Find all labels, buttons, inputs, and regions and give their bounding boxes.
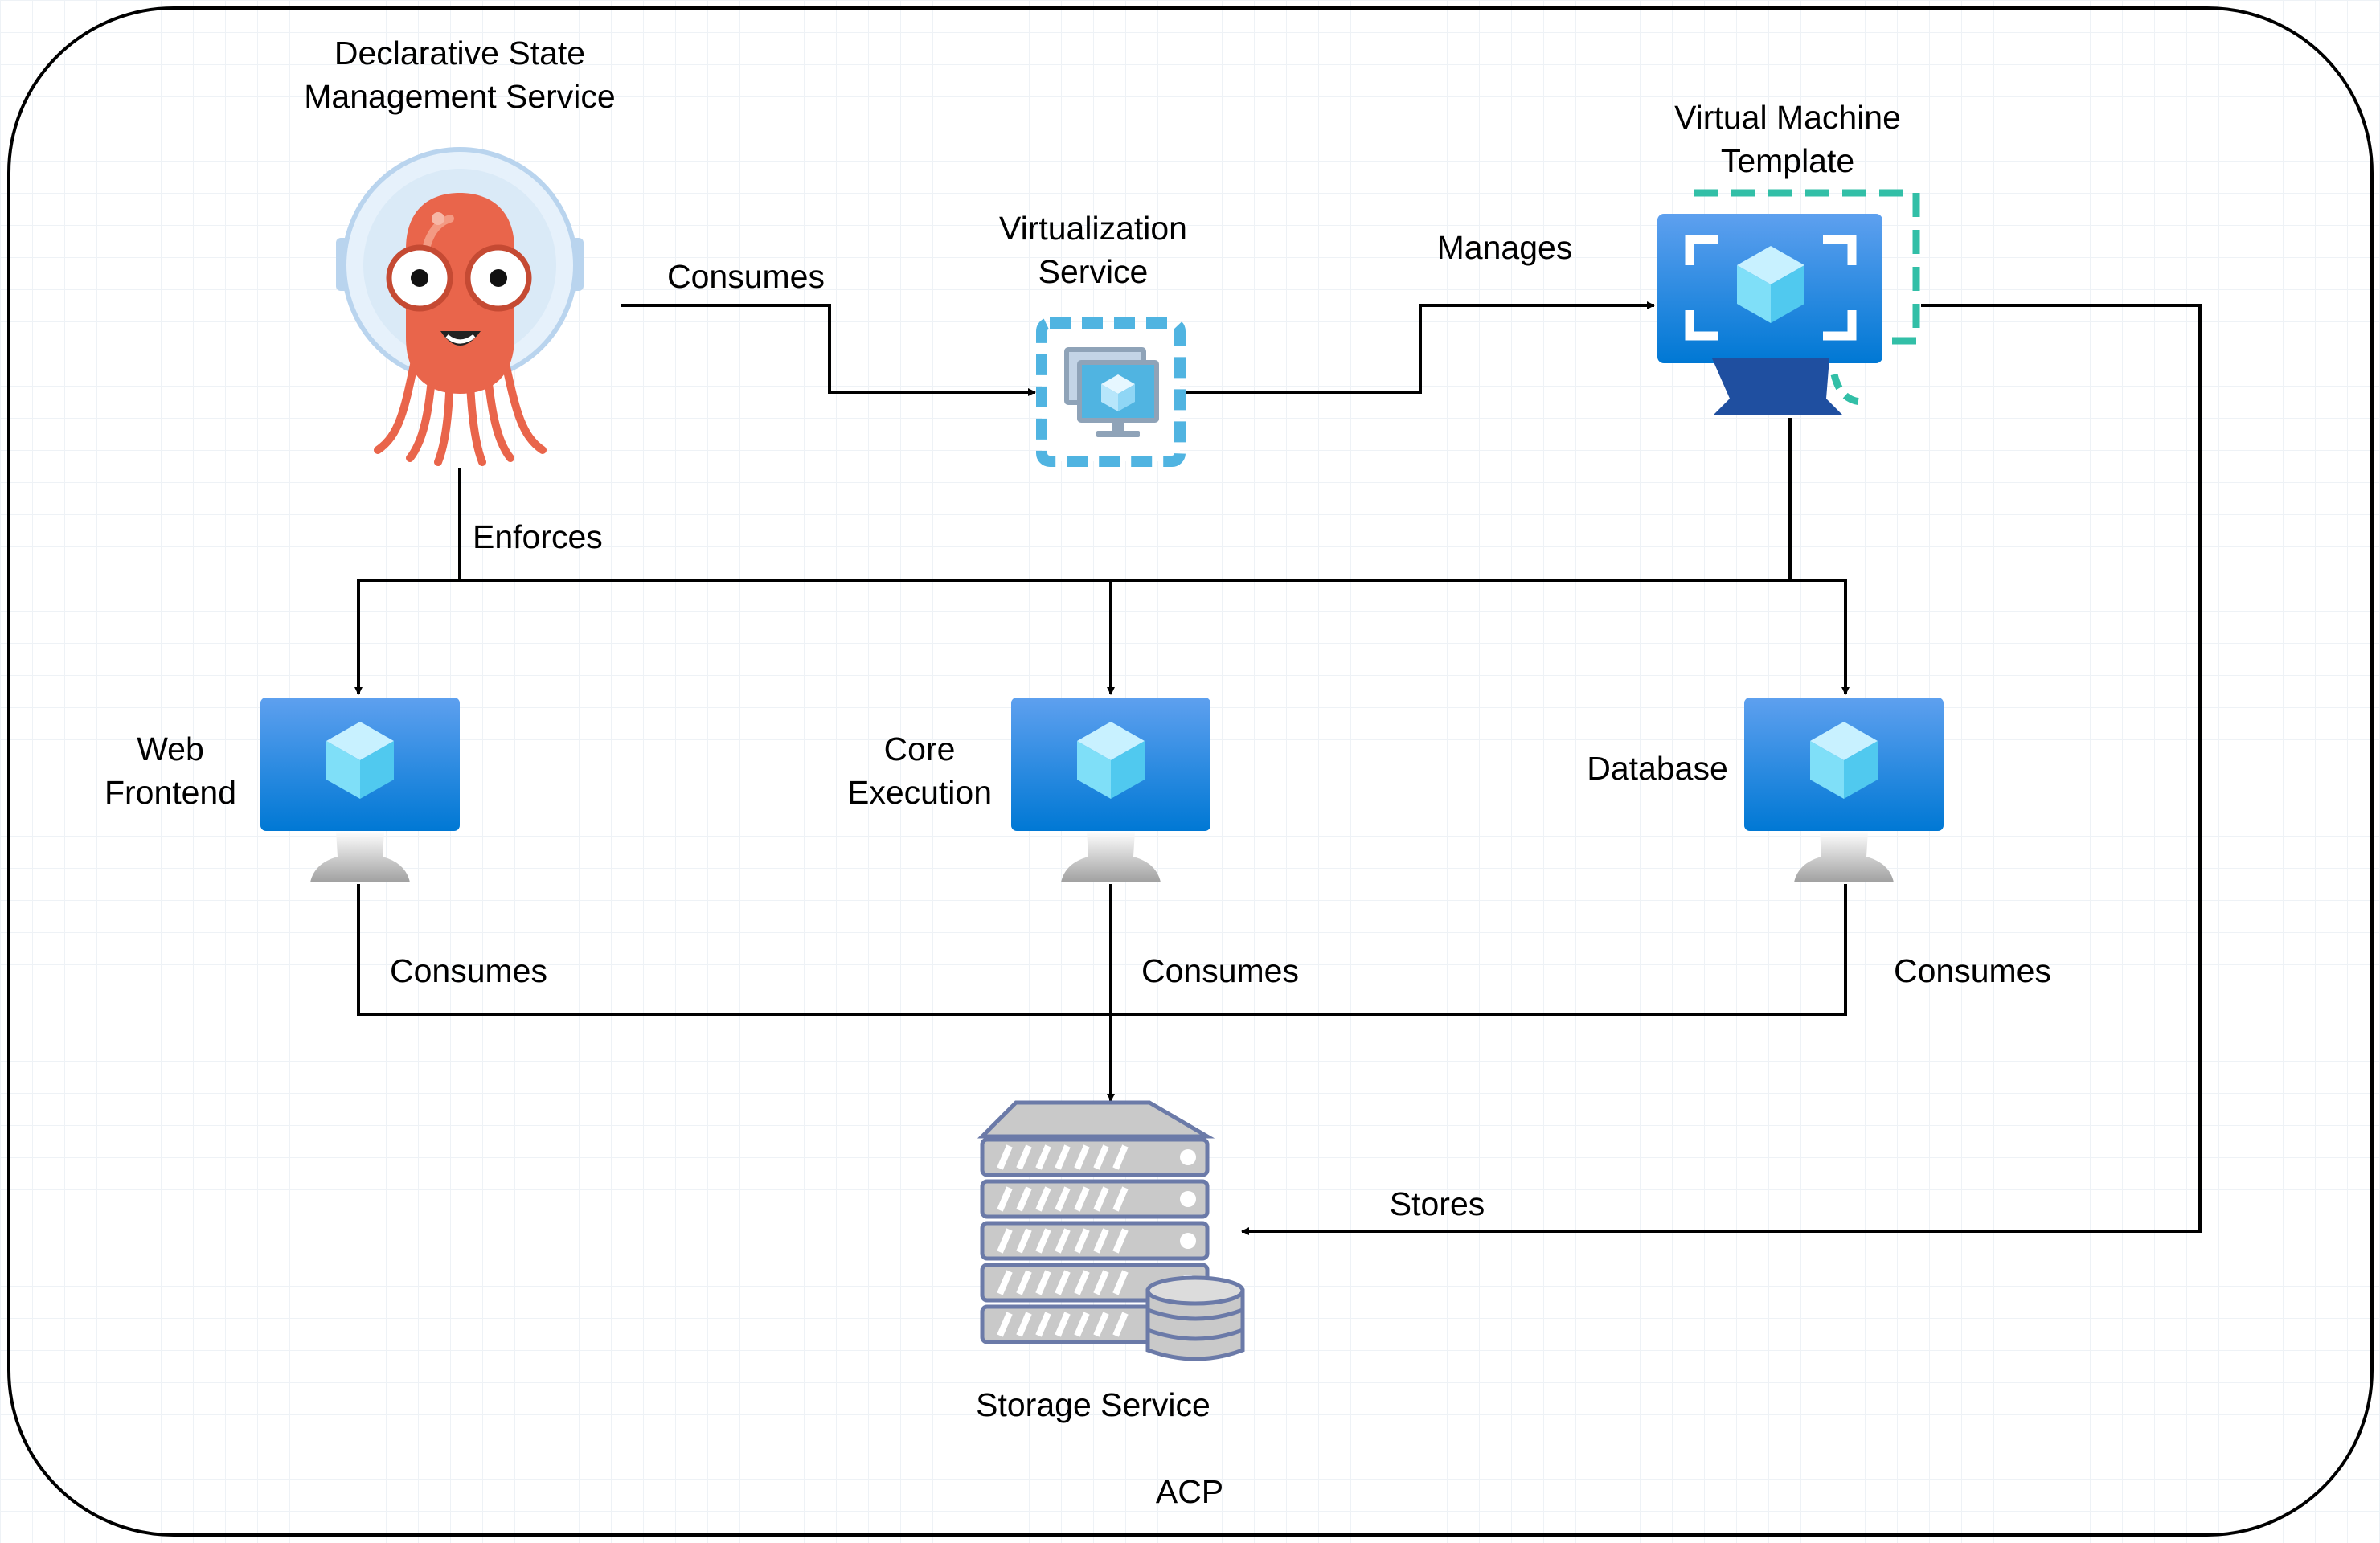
web-frontend-label-line2: Frontend — [104, 774, 236, 811]
virtualization-node[interactable]: Virtualization Service — [999, 210, 1187, 467]
web-frontend-node[interactable]: Web Frontend — [104, 698, 460, 882]
core-execution-label-line2: Execution — [847, 774, 992, 811]
edge-label-consumes-core: Consumes — [1141, 952, 1299, 989]
virtualization-label-line2: Service — [1038, 253, 1149, 290]
state-service-label-line1: Declarative State — [334, 35, 585, 72]
database-node[interactable]: Database — [1587, 698, 1944, 882]
acp-label: ACP — [1156, 1473, 1223, 1510]
edge-consumes-db — [1111, 884, 1847, 1016]
edge-label-consumes-db: Consumes — [1894, 952, 2051, 989]
edge-label-enforces: Enforces — [473, 518, 603, 555]
state-service-node[interactable]: Declarative State Management Service — [304, 35, 616, 466]
edge-template-db — [1790, 579, 1850, 695]
vm-template-node[interactable]: Virtual Machine Template — [1657, 99, 1920, 415]
virtual-machines-icon — [1036, 317, 1186, 467]
virtual-machine-icon — [1011, 698, 1210, 882]
connector-lines — [354, 301, 2202, 1235]
storage-node[interactable]: Storage Service — [976, 1100, 1245, 1423]
edge-label-manages: Manages — [1437, 229, 1573, 266]
storage-label: Storage Service — [976, 1386, 1210, 1423]
web-frontend-label-line1: Web — [137, 731, 204, 767]
database-label: Database — [1587, 750, 1728, 787]
acp-boundary — [7, 6, 2374, 1537]
vm-template-label-line1: Virtual Machine — [1674, 99, 1901, 136]
core-execution-node[interactable]: Core Execution — [847, 698, 1210, 882]
server-storage-icon — [977, 1100, 1245, 1361]
virtualization-label-line1: Virtualization — [999, 210, 1187, 247]
vm-template-label-line2: Template — [1721, 142, 1854, 179]
edge-label-stores: Stores — [1390, 1185, 1485, 1222]
edge-label-consumes-web: Consumes — [390, 952, 547, 989]
state-service-label-line2: Management Service — [304, 78, 615, 115]
edge-label-consumes-virtualization: Consumes — [667, 258, 825, 295]
octopus-mascot-icon — [336, 147, 584, 466]
virtual-machine-icon — [260, 698, 460, 882]
edge-consumes-web — [357, 884, 1111, 1016]
edge-stores — [1241, 304, 2202, 1235]
virtual-machine-icon — [1744, 698, 1944, 882]
vm-template-icon — [1657, 189, 1920, 415]
edge-manages — [1182, 301, 1655, 394]
edge-consumes-virtualization — [621, 304, 1036, 396]
core-execution-label-line1: Core — [884, 731, 956, 767]
